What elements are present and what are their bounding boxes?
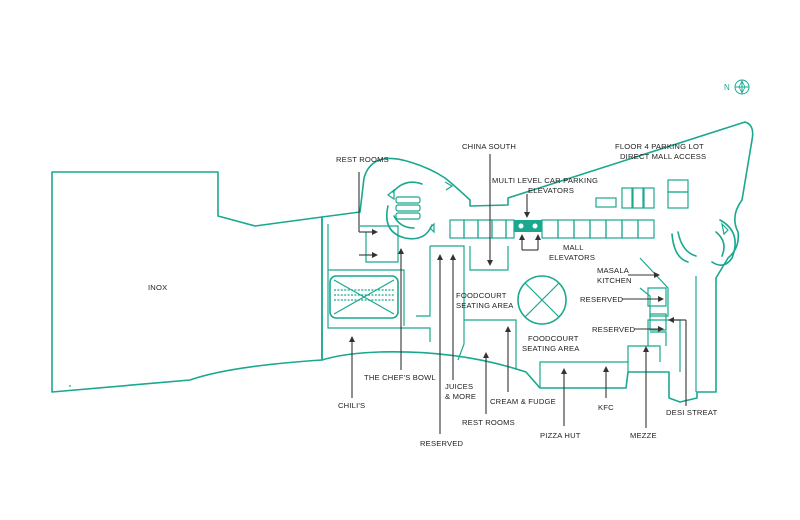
label-inox: INOX: [148, 283, 167, 292]
food-court-outline: [321, 121, 754, 403]
label-masala-line1: MASALA: [597, 266, 630, 275]
label-mezze: MEZZE: [630, 431, 657, 440]
label-juices-line2: & MORE: [445, 392, 476, 401]
label-mall-elev-line1: MALL: [563, 243, 584, 252]
label-chefs-bowl: THE CHEF'S BOWL: [364, 373, 436, 382]
label-foodcourt2-line1: FOODCOURT: [528, 334, 579, 343]
elevator-block: [514, 220, 542, 232]
inox-outline: [51, 171, 323, 393]
label-foodcourt1-line2: SEATING AREA: [456, 301, 514, 310]
compass-north-label: N: [724, 83, 730, 92]
label-pizza-hut: PIZZA HUT: [540, 431, 581, 440]
label-floor4-line1: FLOOR 4 PARKING LOT: [615, 142, 704, 151]
label-desi-streat: DESI STREAT: [666, 408, 718, 417]
label-multilevel-line1: MULTI LEVEL CAR PARKING: [492, 176, 598, 185]
label-kfc: KFC: [598, 403, 614, 412]
label-reserved-right-2: RESERVED: [592, 325, 636, 334]
compass-icon: [734, 79, 750, 95]
label-multilevel-line2: ELEVATORS: [528, 186, 574, 195]
label-foodcourt1-line1: FOODCOURT: [456, 291, 507, 300]
label-juices-line1: JUICES: [445, 382, 473, 391]
label-rest-rooms-top: REST ROOMS: [336, 155, 389, 164]
escalator-hatch: [329, 275, 399, 319]
label-mall-elev-line2: ELEVATORS: [549, 253, 595, 262]
stall-row: [449, 219, 655, 239]
label-masala-line2: KITCHEN: [597, 276, 632, 285]
label-chilis: CHILI'S: [338, 401, 365, 410]
label-reserved-bottom: RESERVED: [420, 439, 464, 448]
parking-ramp-left: [386, 181, 454, 240]
label-reserved-right-1: RESERVED: [580, 295, 624, 304]
label-rest-rooms-bottom: REST ROOMS: [462, 418, 515, 427]
parking-ramp-right: [671, 219, 736, 266]
label-china-south: CHINA SOUTH: [462, 142, 516, 151]
label-floor4-line2: DIRECT MALL ACCESS: [620, 152, 706, 161]
seating-circle: [517, 275, 567, 325]
label-foodcourt2-line2: SEATING AREA: [522, 344, 580, 353]
label-cream-fudge: CREAM & FUDGE: [490, 397, 556, 406]
pointer-arrows: [349, 154, 687, 434]
